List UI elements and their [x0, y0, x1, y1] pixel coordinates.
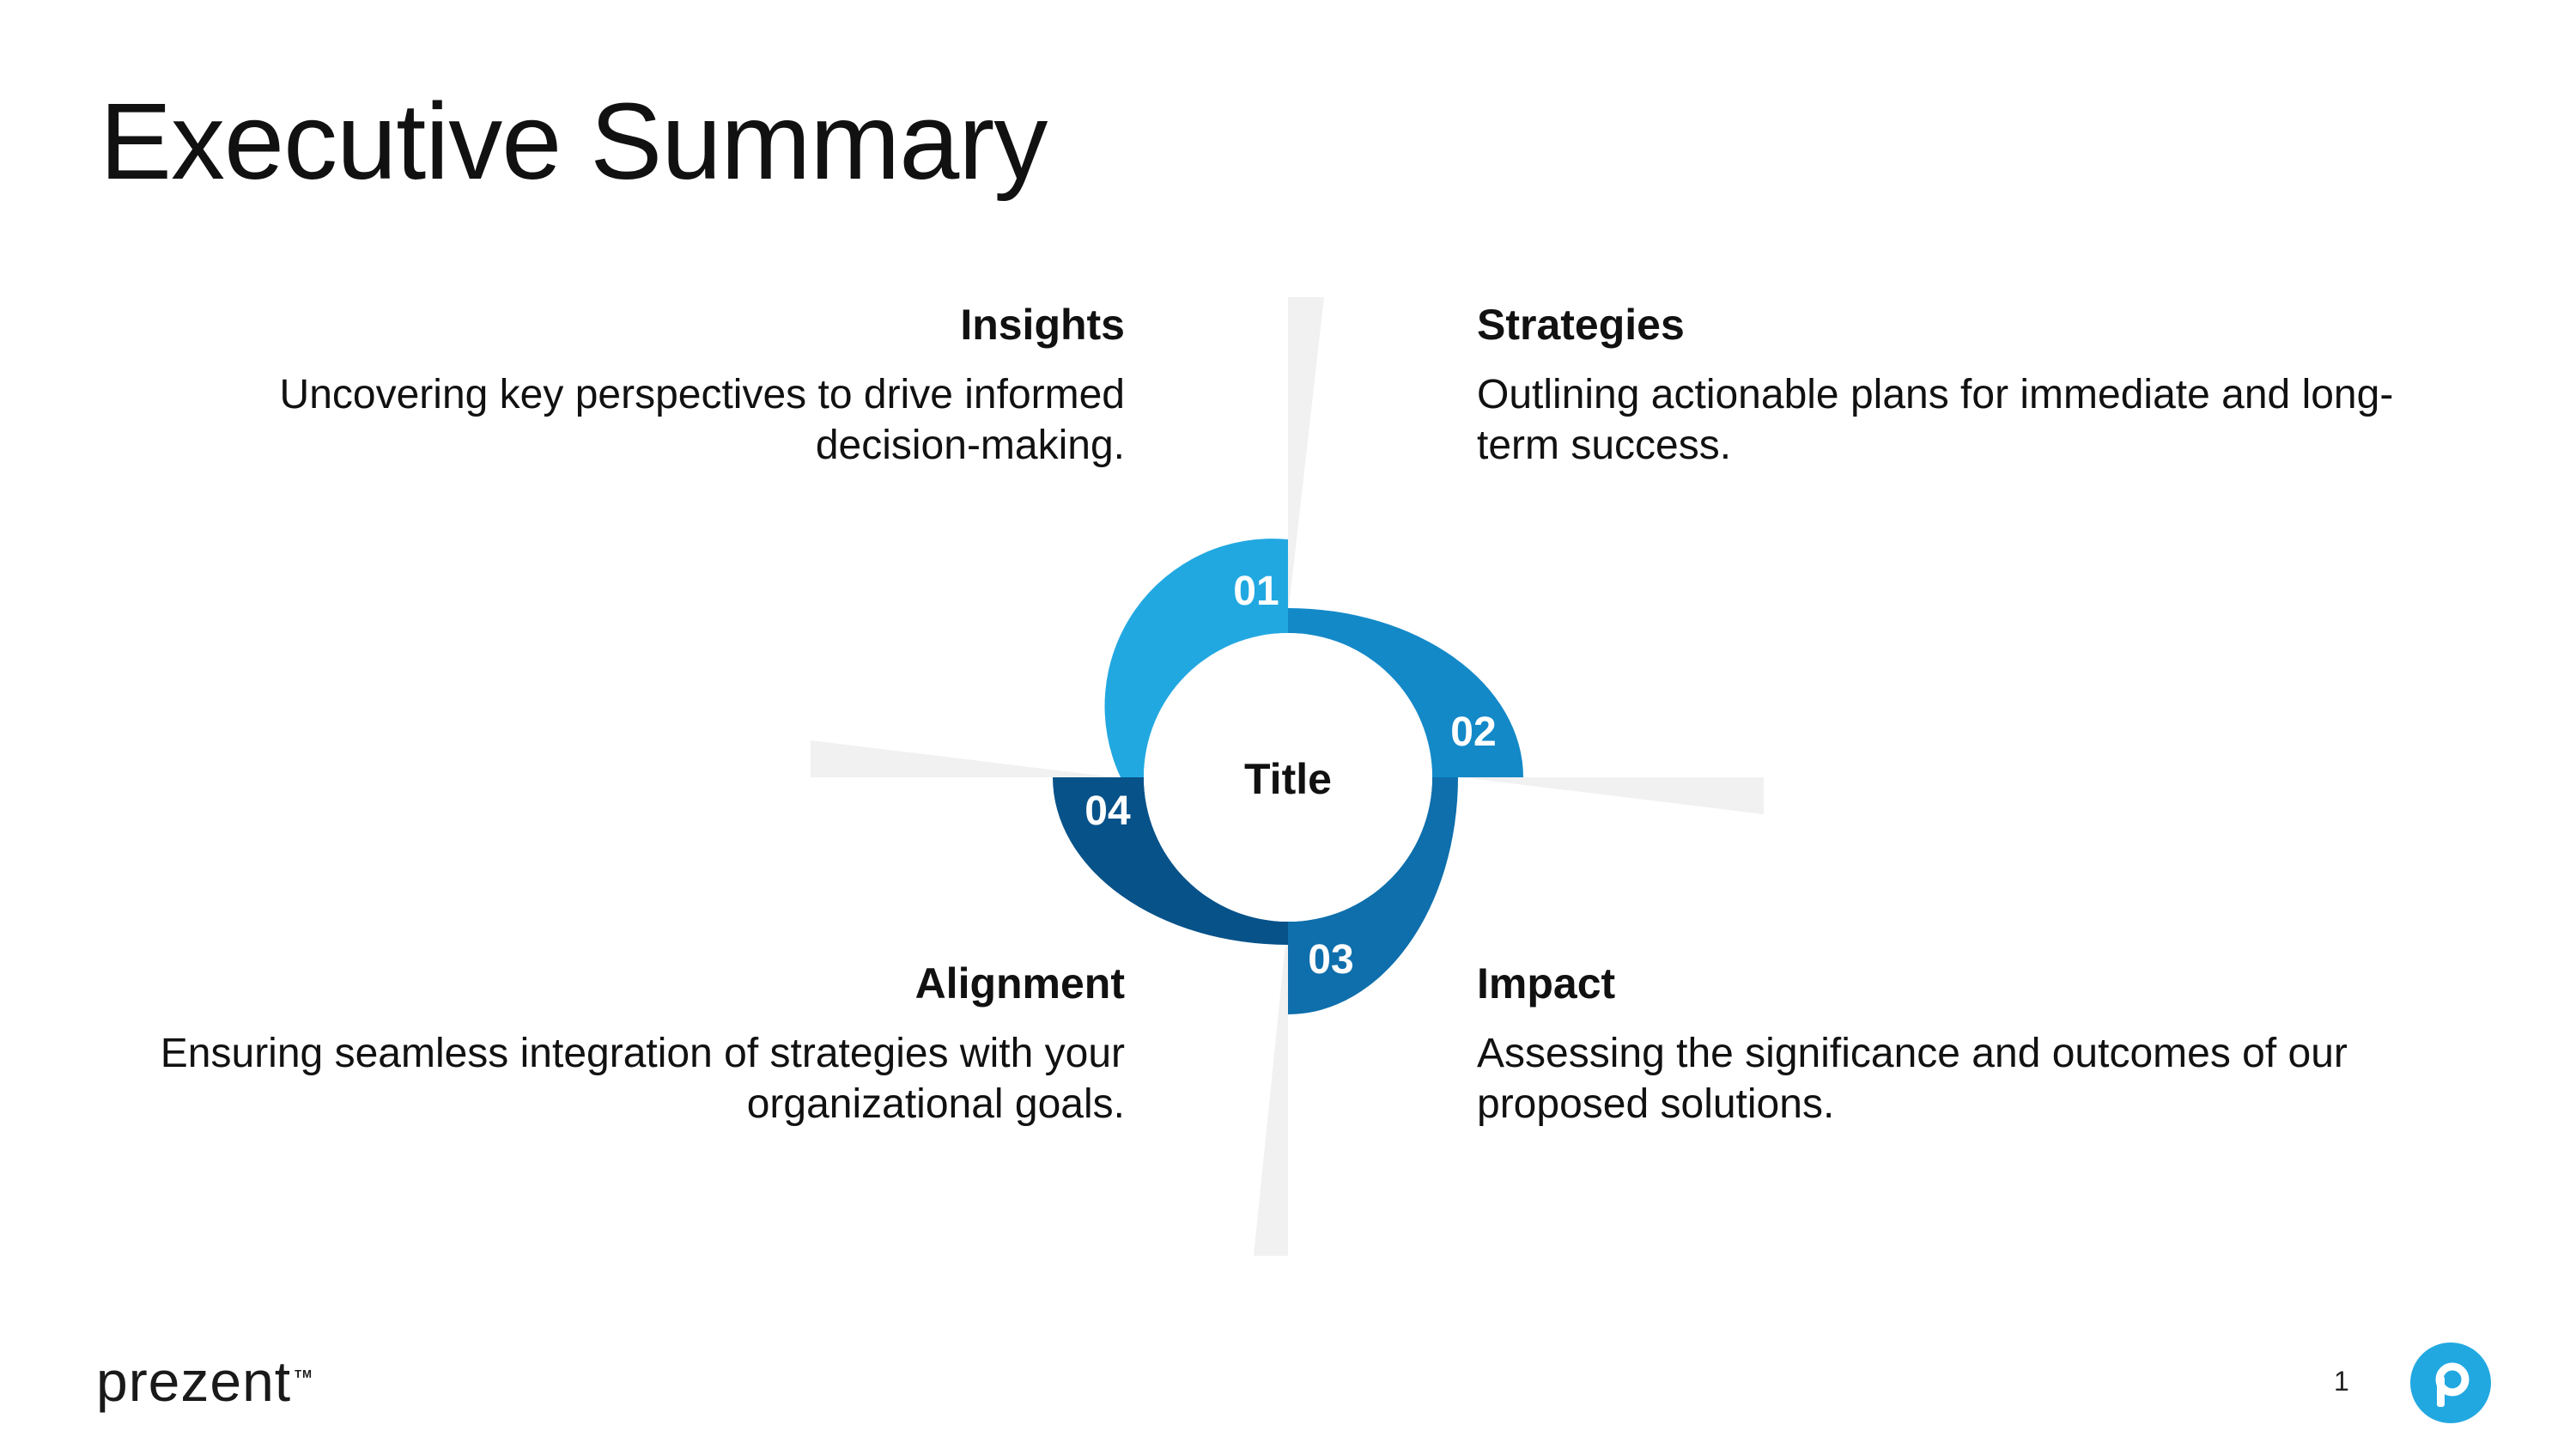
brand-wordmark: prezent [96, 1349, 292, 1413]
center-title: Title [1244, 755, 1332, 803]
segment-02 [1288, 608, 1523, 777]
ring-segments [1053, 539, 1523, 1014]
insights-text: Uncovering key perspectives to drive inf… [279, 372, 1125, 468]
impact-heading: Impact [1477, 959, 1616, 1008]
insights-heading: Insights [960, 301, 1125, 349]
segment-numbers: 01 02 03 04 [1084, 569, 1496, 983]
alignment-block: Alignment Ensuring seamless integration … [129, 958, 1125, 1129]
segment-number-01: 01 [1233, 569, 1279, 614]
center-circle [1144, 633, 1432, 922]
segment-number-04: 04 [1084, 788, 1131, 834]
ray-bottom [1254, 919, 1288, 1256]
segment-04 [1053, 777, 1288, 945]
impact-block: Impact Assessing the significance and ou… [1477, 958, 2473, 1129]
segment-number-03: 03 [1308, 937, 1353, 983]
ray-right [1461, 777, 1764, 814]
impact-text: Assessing the significance and outcomes … [1477, 1031, 2348, 1127]
segment-01 [1104, 539, 1288, 777]
ray-top [1288, 297, 1324, 615]
background-rays [811, 297, 1764, 1256]
trademark-mark: TM [295, 1367, 313, 1380]
page-number: 1 [2334, 1366, 2349, 1397]
alignment-heading: Alignment [914, 959, 1125, 1008]
strategies-text: Outlining actionable plans for immediate… [1477, 372, 2394, 468]
segment-03 [1288, 777, 1458, 1014]
alignment-text: Ensuring seamless integration of strateg… [160, 1031, 1125, 1127]
page-title: Executive Summary [100, 81, 1048, 202]
segment-number-02: 02 [1450, 709, 1496, 755]
strategies-block: Strategies Outlining actionable plans fo… [1477, 299, 2473, 471]
insights-block: Insights Uncovering key perspectives to … [129, 299, 1125, 471]
ray-left [811, 740, 1115, 777]
strategies-heading: Strategies [1477, 301, 1685, 349]
prezent-badge-icon [2410, 1342, 2491, 1423]
